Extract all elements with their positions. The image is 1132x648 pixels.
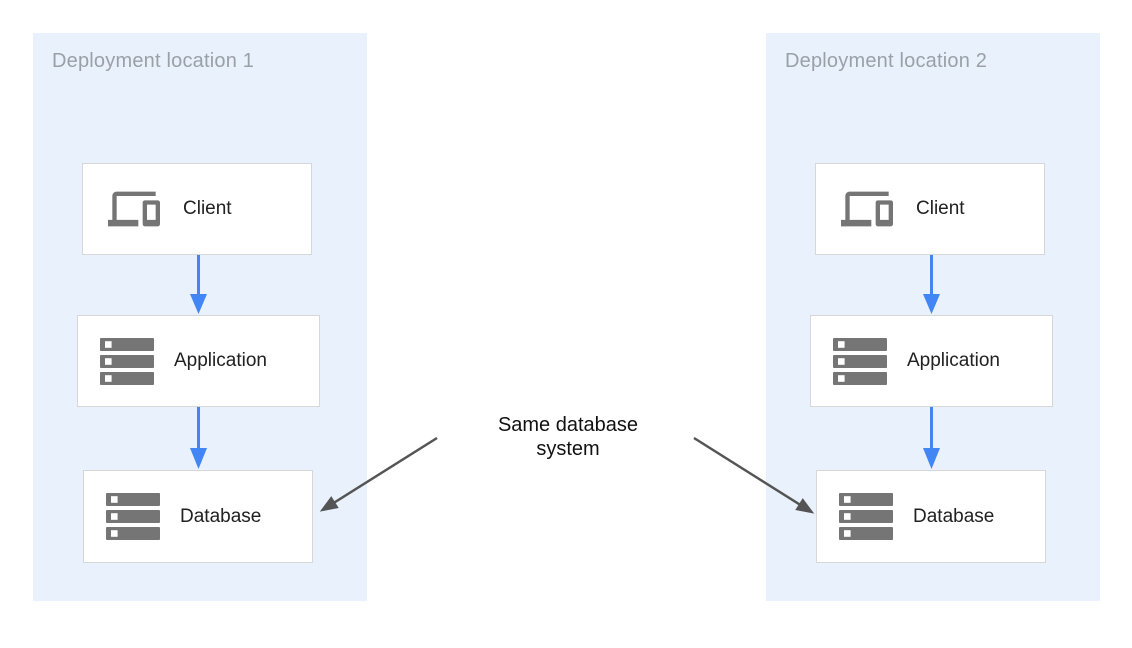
annotation-line-1: Same database (497, 414, 639, 436)
server-stack-icon (106, 493, 160, 540)
same-database-annotation: Same database system (450, 413, 686, 461)
server-stack-icon (839, 493, 893, 540)
server-stack-icon (100, 337, 154, 385)
server-stack-icon (833, 337, 887, 385)
database-node: Database (816, 470, 1046, 563)
application-node: Application (77, 315, 320, 407)
node-label: Database (913, 505, 995, 527)
client-node: Client (82, 163, 312, 255)
panel-title: Deployment location 1 (52, 50, 255, 72)
panel-title: Deployment location 2 (785, 50, 988, 72)
deployment-location-2-group: Deployment location 2 Client (766, 33, 1100, 601)
devices-icon (105, 183, 163, 235)
deployment-location-1-group: Deployment location 1 Client (33, 33, 367, 601)
node-label: Client (183, 198, 232, 219)
annotation-line-2: system (536, 438, 600, 460)
node-label: Application (907, 350, 1000, 371)
node-label: Application (174, 350, 267, 371)
application-node: Application (810, 315, 1053, 407)
client-node: Client (815, 163, 1045, 255)
devices-icon (838, 183, 896, 235)
node-label: Client (916, 198, 965, 219)
node-label: Database (180, 505, 262, 527)
database-node: Database (83, 470, 313, 563)
